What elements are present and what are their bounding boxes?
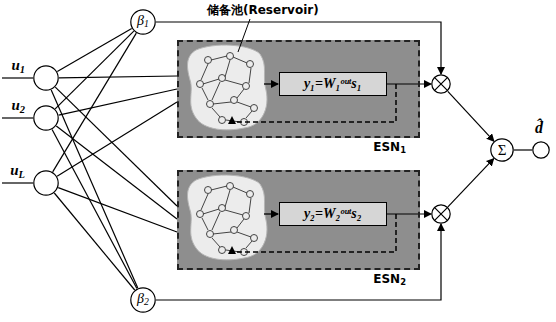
connector <box>387 83 431 84</box>
circle-outline <box>532 141 550 159</box>
module-label: ESN1 <box>373 141 406 155</box>
circle-outline <box>33 170 59 196</box>
connector <box>514 149 532 150</box>
connector <box>58 188 177 232</box>
readout-box: y₂=W₂ᵒᵘᵗs₂ <box>279 202 387 226</box>
connector <box>54 193 134 290</box>
circle-node: u1 <box>33 65 59 91</box>
circle-outline <box>33 65 59 91</box>
connector <box>448 91 494 141</box>
connector <box>448 159 494 207</box>
callout-label: 储备池(Reservoir) <box>205 2 321 19</box>
node-symbol: β1 <box>137 14 149 29</box>
multiplier-symbol <box>431 204 451 224</box>
circle-node: Σ <box>490 138 514 162</box>
circle-node: β1 <box>130 9 156 35</box>
readout-formula: y₂=W₂ᵒᵘᵗs₂ <box>304 207 362 221</box>
node-symbol: u2 <box>11 98 25 115</box>
readout-formula: y₁=W₁ᵒᵘᵗs₁ <box>304 77 362 91</box>
connector <box>57 102 177 176</box>
circle-outline <box>33 105 59 131</box>
node-symbol: d̂ <box>535 120 543 136</box>
node-symbol: Σ <box>498 143 507 158</box>
connector <box>156 22 441 74</box>
node-symbol: β2 <box>137 292 149 307</box>
connector <box>55 31 134 109</box>
node-symbol: uL <box>10 163 25 180</box>
multiplier-symbol <box>431 74 451 94</box>
esn-module: ESN1y₁=W₁ᵒᵘᵗs₁ <box>177 40 420 138</box>
circle-node: u2 <box>33 105 59 131</box>
module-label: ESN2 <box>373 273 406 287</box>
connector <box>387 213 431 214</box>
connector <box>55 87 177 206</box>
circle-node: d̂ <box>532 141 550 159</box>
readout-box: y₁=W₁ᵒᵘᵗs₁ <box>279 72 387 96</box>
connector <box>57 29 131 72</box>
circle-node: β2 <box>130 287 156 313</box>
connector <box>156 224 441 300</box>
connector <box>59 76 177 78</box>
connector <box>59 89 177 115</box>
connector <box>51 90 138 288</box>
circle-node: uL <box>33 170 59 196</box>
node-symbol: u1 <box>11 58 25 75</box>
esn-module: ESN2y₂=W₂ᵒᵘᵗs₂ <box>177 170 420 270</box>
multiplier-node <box>431 204 451 224</box>
multiplier-node <box>431 74 451 94</box>
connector <box>53 33 137 172</box>
